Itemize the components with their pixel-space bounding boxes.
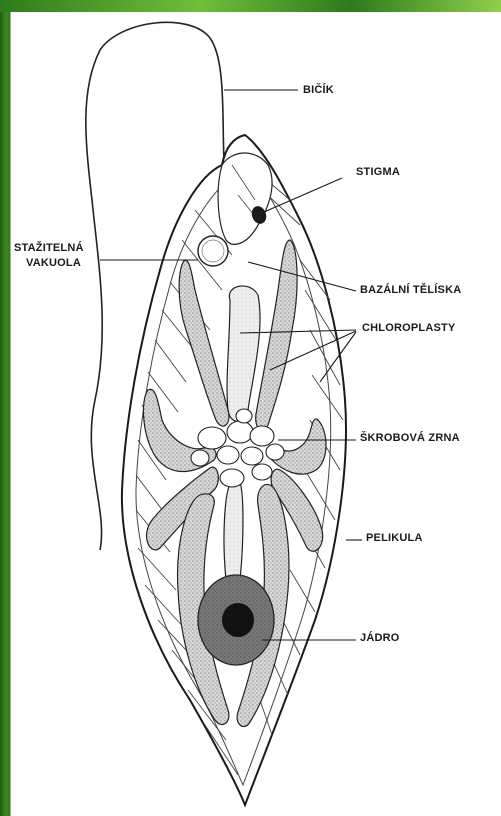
- nucleolus: [222, 603, 254, 637]
- label-jadro: JÁDRO: [360, 632, 400, 645]
- label-bazalni: BAZÁLNÍ TĚLÍSKA: [360, 284, 461, 297]
- label-vakuola-line1: STAŽITELNÁ: [14, 242, 84, 255]
- label-vakuola-line2: VAKUOLA: [26, 257, 81, 270]
- label-chloroplasty: CHLOROPLASTY: [362, 322, 455, 335]
- label-bicik: BIČÍK: [303, 84, 334, 97]
- label-stigma: STIGMA: [356, 166, 400, 179]
- label-skrobova: ŠKROBOVÁ ZRNA: [360, 432, 460, 445]
- contractile-vacuole: [198, 236, 228, 266]
- label-pelikula: PELIKULA: [366, 532, 423, 545]
